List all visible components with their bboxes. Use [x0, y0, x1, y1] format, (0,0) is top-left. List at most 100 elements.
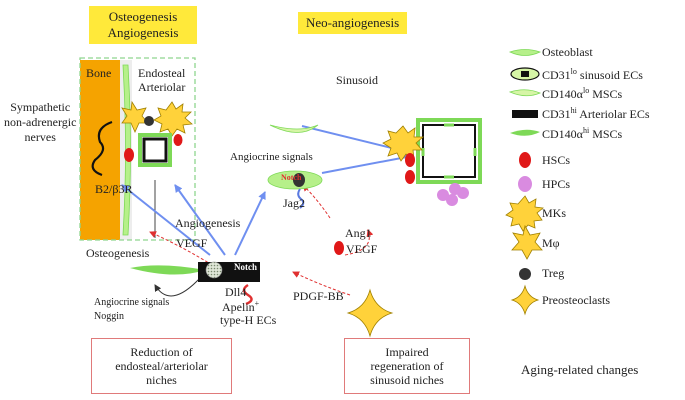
label-ang1: Ang1	[345, 226, 372, 240]
legend-cd31lo-sup: lo	[570, 67, 577, 76]
legend-cd140ahi-mscs: CD140αhi MSCs	[542, 126, 622, 142]
legend-cd31lo-text: sinusoid ECs	[576, 68, 643, 82]
macrophage-icon	[511, 224, 543, 260]
arteriolar-vessel-inner	[142, 137, 168, 163]
label-vegf-right: VEGF	[346, 242, 378, 256]
label-osteogenesis: Osteogenesis	[86, 246, 150, 260]
label-sinusoid: Sinusoid	[336, 73, 379, 87]
hsc-icon	[519, 152, 531, 168]
preosteoclast-icon	[346, 288, 394, 338]
sinusoid-vessel	[422, 124, 476, 178]
cd31hi-arteriolar-ec-icon	[512, 110, 538, 118]
hsc-icon	[334, 241, 344, 255]
legend-hpcs: HPCs	[542, 177, 571, 191]
megakaryocyte-icon	[382, 125, 425, 162]
type-h-ec-nucleus	[205, 261, 223, 279]
box-impaired-sinusoid-regeneration: Impaired regeneration of sinusoid niches	[344, 338, 470, 394]
hsc-icon	[405, 170, 415, 184]
legend-macrophage: Mφ	[542, 236, 560, 250]
label-vegf-left: VEGF	[176, 236, 208, 250]
label-bone: Bone	[86, 66, 112, 80]
label-sympathetic-nerves: Sympathetic non-adrenergic nerves	[4, 100, 76, 145]
hpc-icon	[437, 189, 449, 201]
hpc-icon	[457, 187, 469, 199]
arrow-osteogenesis	[121, 184, 211, 256]
legend-treg: Treg	[542, 266, 565, 280]
legend-cd31hi-arteriolar-ecs: CD31hi Arteriolar ECs	[542, 106, 650, 122]
cd140ahi-msc-icon	[510, 129, 540, 136]
label-apelin: Apelin+	[222, 299, 259, 315]
hpc-icon	[518, 176, 532, 192]
legend-cd31hi-pre: CD31	[542, 107, 571, 121]
legend-cd140ahi-text: MSCs	[589, 127, 623, 141]
arrow-to-sinusoid-mid	[321, 153, 413, 174]
hpc-icon	[446, 194, 458, 206]
arrow-pdgf	[292, 271, 351, 296]
hsc-icon	[405, 153, 415, 167]
arrow-angiogenesis	[174, 184, 226, 256]
legend-mks: MKs	[542, 206, 567, 220]
dll4-ligand-icon	[242, 283, 253, 306]
label-jag2: Jag2	[283, 196, 305, 210]
legend-cd31lo-sinusoid-ecs: CD31lo sinusoid ECs	[542, 67, 643, 83]
symp-line3: nerves	[24, 130, 56, 144]
label-noggin: Noggin	[94, 311, 124, 322]
hsc-icon	[124, 148, 134, 162]
label-notch-sinusoid: Notch	[281, 173, 302, 182]
arrow-vegf-left	[149, 231, 213, 266]
impaired-line2: regeneration of	[370, 359, 444, 373]
legend-cd140alo-text: MSCs	[589, 87, 623, 101]
apelin-sup: +	[254, 299, 260, 308]
legend-hscs: HSCs	[542, 153, 571, 167]
impaired-line1: Impaired	[385, 345, 429, 359]
label-angiogenesis: Angiogenesis	[175, 216, 241, 230]
header-angiogenesis: Angiogenesis	[107, 25, 179, 40]
legend-preosteoclasts: Preosteoclasts	[542, 293, 610, 307]
osteoblast-cell	[130, 265, 205, 275]
legend-cd31hi-sup: hi	[570, 106, 577, 115]
label-aging-related-changes: Aging-related changes	[521, 362, 639, 377]
sinusoid-notch-nucleus	[293, 173, 305, 187]
label-angiocrine-signals-top: Angiocrine signals	[230, 151, 313, 163]
legend-cd140ahi-pre: CD140α	[542, 127, 583, 141]
arrow-angiocrine-noggin	[154, 277, 201, 297]
jag2-ligand-icon	[297, 188, 305, 209]
label-type-h-ecs: type-H ECs	[220, 313, 277, 327]
hsc-icon	[173, 134, 183, 146]
label-arteriolar: Arteriolar	[138, 80, 186, 94]
arrow-ang1-to-sinusoid	[302, 184, 331, 219]
label-b2-b3r: B2/β3R	[95, 182, 133, 196]
legend-cd31lo-pre: CD31	[542, 68, 571, 82]
msc-lo-cell	[269, 124, 319, 133]
bone-region	[80, 60, 120, 240]
label-angiocrine-signals-bottom: Angiocrine signals	[94, 297, 170, 308]
apelin-text: Apelin	[222, 300, 255, 314]
label-pdgf-bb: PDGF-BB	[293, 289, 344, 303]
impaired-line3: sinusoid niches	[370, 373, 444, 387]
header-osteogenesis-angiogenesis: Osteogenesis Angiogenesis	[89, 6, 197, 44]
sinusoid-vessel-outer	[416, 118, 482, 184]
reduction-line2: endosteal/arteriolar	[115, 359, 208, 373]
osteoblast-icon	[508, 49, 542, 56]
label-dll4: Dll4	[225, 285, 247, 299]
box-reduction-endosteal-arteriolar: Reduction of endosteal/arteriolar niches	[91, 338, 232, 394]
symp-line2: non-adrenergic	[4, 115, 77, 129]
legend-cd31hi-text: Arteriolar ECs	[576, 107, 650, 121]
mk-icon	[505, 195, 544, 232]
arrow-neo-angiogenesis	[234, 191, 266, 256]
legend-cd140alo-sup: lo	[582, 86, 590, 95]
sympathetic-nerve-icon	[91, 120, 113, 177]
cd140alo-msc-icon	[508, 89, 542, 97]
symp-line1: Sympathetic	[10, 100, 71, 114]
header-osteogenesis: Osteogenesis	[108, 9, 178, 24]
endosteal-niche-outline	[79, 57, 196, 241]
label-notch-type-h: Notch	[234, 262, 257, 272]
preosteoclast-icon	[510, 284, 540, 316]
reduction-line3: niches	[146, 373, 177, 387]
legend-cd140alo-mscs: CD140αlo MSCs	[542, 86, 622, 102]
legend-osteoblast: Osteoblast	[542, 45, 593, 59]
megakaryocyte-icon	[153, 101, 193, 137]
header-neo-angiogenesis: Neo-angiogenesis	[298, 12, 408, 34]
legend-cd140alo-pre: CD140α	[542, 87, 583, 101]
